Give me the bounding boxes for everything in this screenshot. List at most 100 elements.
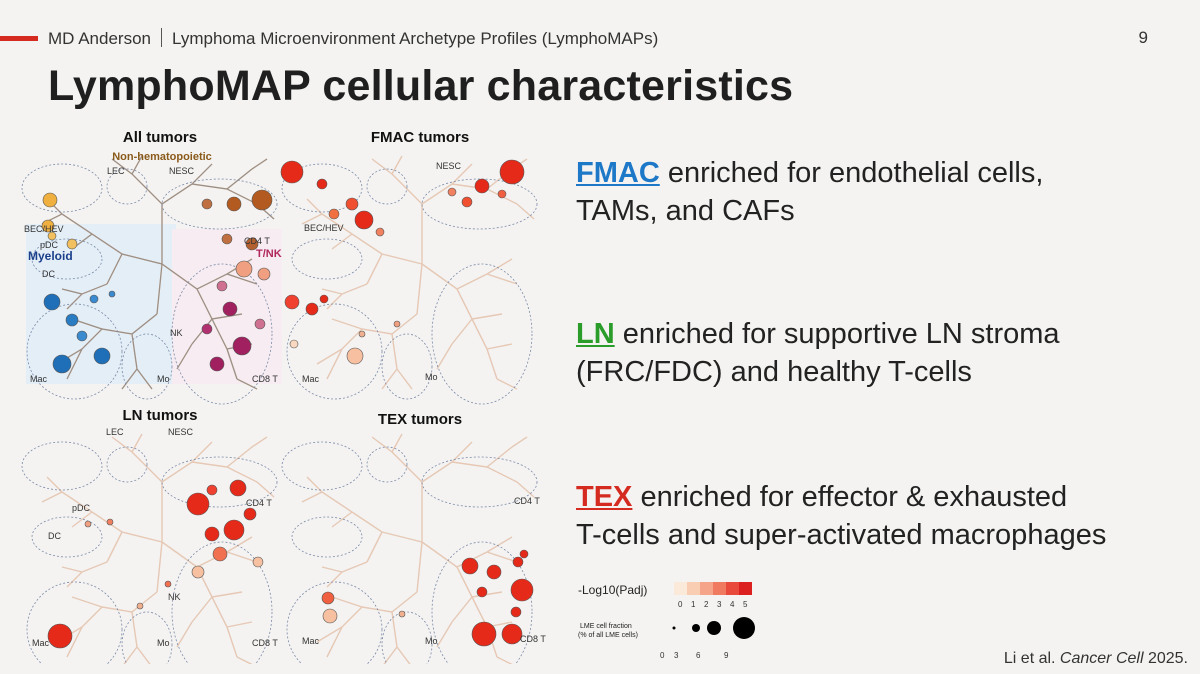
label-mo-ln: Mo xyxy=(157,638,170,648)
cell-dot xyxy=(206,484,218,496)
cell-dot xyxy=(375,227,385,237)
cell-dot xyxy=(223,519,245,541)
tree-branch xyxy=(226,551,258,563)
label-cd4-tex: CD4 T xyxy=(514,496,540,506)
legend-size-tick: 6 xyxy=(696,651,701,660)
cluster-outline xyxy=(31,516,103,558)
cell-dot xyxy=(245,237,259,251)
cluster-outline xyxy=(26,581,123,674)
legend-size-circle xyxy=(707,621,721,635)
tree-branch xyxy=(496,378,518,390)
label-dc: DC xyxy=(42,269,55,279)
tree-branch xyxy=(486,551,518,563)
label-bec-hev: BEC/HEV xyxy=(24,224,64,234)
cell-dot xyxy=(221,233,233,245)
tree-branch xyxy=(381,646,398,668)
cell-dot xyxy=(471,621,497,647)
label-cd8-tex: CD8 T xyxy=(520,634,546,644)
cluster-outline xyxy=(121,611,173,674)
keyword-ln: LN xyxy=(576,318,615,350)
tree-branch xyxy=(366,531,383,563)
citation: Li et al. Cancer Cell 2025. xyxy=(1004,650,1188,668)
cluster-outline xyxy=(286,303,383,400)
tree-branch xyxy=(421,461,453,483)
tree-branch xyxy=(316,348,343,365)
legend-size-circle xyxy=(692,624,700,632)
tree-branch xyxy=(161,183,193,205)
point-fmac: FMAC enriched for endothelial cells, TAM… xyxy=(576,154,1196,230)
tree-branch xyxy=(511,436,528,448)
tree-branch xyxy=(71,511,93,528)
tree-branch xyxy=(131,433,143,453)
cell-dot xyxy=(252,556,264,568)
tree-branch xyxy=(41,491,63,503)
tree-branch xyxy=(121,531,163,543)
cell-dot xyxy=(235,260,253,278)
cell-dot xyxy=(476,586,488,598)
cell-dot xyxy=(447,187,457,197)
cluster-outline xyxy=(286,581,383,674)
cell-dot xyxy=(497,189,507,199)
cluster-outline xyxy=(421,456,538,508)
tree-branch xyxy=(301,491,323,503)
tree-branch xyxy=(66,626,83,658)
cell-dot xyxy=(43,293,61,311)
label-mo-tex: Mo xyxy=(425,636,438,646)
cluster-outline xyxy=(291,516,363,558)
tree-branch xyxy=(391,451,423,483)
label-dc-ln: DC xyxy=(48,531,61,541)
cell-dot xyxy=(393,320,401,328)
cluster-outline xyxy=(161,178,278,230)
tree-branch xyxy=(486,446,513,468)
cell-dot xyxy=(209,356,225,372)
cell-dot xyxy=(136,602,144,610)
tree-branch xyxy=(191,318,213,345)
tree-branch xyxy=(361,606,393,613)
legend-color-title: -Log10(Padj) xyxy=(578,583,647,597)
cell-dot xyxy=(305,302,319,316)
tree-branch xyxy=(191,596,213,623)
tree-branch xyxy=(331,233,353,250)
tree-branch xyxy=(391,173,423,205)
cell-dot xyxy=(474,178,490,194)
tree-branch xyxy=(106,253,123,285)
cell-dot xyxy=(510,578,534,602)
tree-branch xyxy=(136,646,153,668)
cell-dot xyxy=(222,301,238,317)
cluster-outline xyxy=(381,333,433,400)
cell-dot xyxy=(461,196,473,208)
tree-branch xyxy=(321,213,353,235)
tree-branch xyxy=(91,233,123,255)
cell-dot xyxy=(65,313,79,327)
tree-branch xyxy=(81,283,108,295)
cell-dot xyxy=(201,323,213,335)
tree-branch xyxy=(161,461,193,483)
tree-branch xyxy=(326,626,343,658)
tree-branch xyxy=(351,233,383,255)
lymphomap-figure: All tumors FMAC tumors LN tumors TEX tum… xyxy=(12,124,562,674)
cell-dot xyxy=(289,339,299,349)
tree-branch xyxy=(61,491,93,513)
tree-branch xyxy=(66,571,83,588)
label-mo: Mo xyxy=(157,374,170,384)
cell-dot xyxy=(42,192,58,208)
tree-branch xyxy=(486,273,518,285)
cluster-outline xyxy=(26,303,123,400)
cell-dot xyxy=(486,564,502,580)
tree-branch xyxy=(451,596,473,623)
tree-branch xyxy=(236,378,258,390)
tree-branch xyxy=(436,621,453,648)
legend-size-circle xyxy=(733,617,755,639)
tree-branch xyxy=(101,328,133,335)
tree-branch xyxy=(191,461,228,468)
legend-size-title-2: (% of all LME cells) xyxy=(578,632,638,639)
cell-dot xyxy=(226,196,242,212)
cell-dot xyxy=(191,565,205,579)
tree-branch xyxy=(516,203,535,220)
tree-branch xyxy=(211,313,243,320)
tree-branch xyxy=(156,541,163,593)
cluster-outline xyxy=(161,456,278,508)
cluster-outline xyxy=(421,178,538,230)
cluster-outline xyxy=(431,263,533,405)
legend-color-tick: 0 xyxy=(678,600,683,609)
